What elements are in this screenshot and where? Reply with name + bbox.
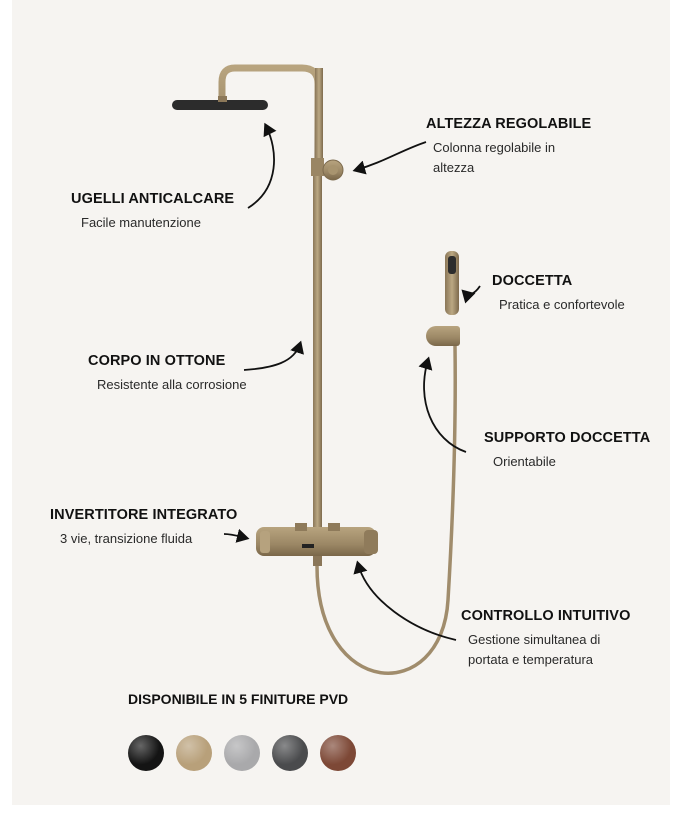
brushed-steel-finish-swatch[interactable] (224, 735, 260, 771)
callout-title: DOCCETTA (492, 273, 573, 289)
callout-doccetta: DOCCETTA Pratica e confortevole (492, 273, 625, 315)
black-finish-swatch[interactable] (128, 735, 164, 771)
finish-swatches (128, 735, 356, 771)
callout-title: CORPO IN OTTONE (88, 353, 226, 369)
callout-title: SUPPORTO DOCCETTA (484, 430, 651, 446)
copper-finish-swatch[interactable] (320, 735, 356, 771)
arrow-corpo (243, 340, 304, 371)
arrow-invertitore (223, 528, 250, 543)
callout-corpo-in-ottone: CORPO IN OTTONE Resistente alla corrosio… (88, 353, 247, 395)
finishes-title: DISPONIBILE IN 5 FINITURE PVD (128, 691, 349, 707)
shower-system-illustration (172, 64, 481, 675)
height-adjust-collar (311, 158, 324, 176)
product-infographic: ALTEZZA REGOLABILE Colonna regolabile in… (12, 0, 670, 805)
main-column (313, 160, 322, 532)
callout-controllo-intuitivo: CONTROLLO INTUITIVO Gestione simultanea … (461, 608, 630, 670)
callout-title: INVERTITORE INTEGRATO (50, 507, 238, 523)
callout-title: UGELLI ANTICALCARE (71, 191, 235, 207)
shower-arm (218, 64, 322, 164)
callout-supporto-doccetta: SUPPORTO DOCCETTA Orientabile (484, 430, 650, 472)
callout-altezza-regolabile: ALTEZZA REGOLABILE Colonna regolabile in… (426, 116, 591, 178)
callout-description: Resistente alla corrosione (97, 377, 247, 392)
arrow-supporto (418, 356, 467, 453)
callout-title: CONTROLLO INTUITIVO (461, 608, 631, 624)
shower-hose (315, 345, 457, 675)
arrow-ugelli (247, 122, 277, 209)
arrow-doccetta (461, 285, 481, 304)
arrow-controllo (353, 560, 457, 641)
rain-shower-head (172, 100, 268, 110)
callout-description: Orientabile (493, 454, 556, 469)
callout-description: Colonna regolabile in altezza (433, 140, 556, 175)
arrow-altezza (352, 141, 427, 175)
callout-description: Facile manutenzione (81, 215, 201, 230)
callout-title: ALTEZZA REGOLABILE (426, 116, 592, 132)
brushed-gold-finish-swatch[interactable] (176, 735, 212, 771)
callout-invertitore-integrato: INVERTITORE INTEGRATO 3 vie, transizione… (50, 507, 237, 549)
callout-description: Gestione simultanea di portata e tempera… (468, 632, 601, 667)
callout-ugelli-anticalcare: UGELLI ANTICALCARE Facile manutenzione (71, 191, 234, 233)
callout-description: 3 vie, transizione fluida (60, 531, 193, 546)
gunmetal-finish-swatch[interactable] (272, 735, 308, 771)
thermostatic-mixer (256, 527, 376, 556)
callout-description: Pratica e confortevole (499, 297, 625, 312)
